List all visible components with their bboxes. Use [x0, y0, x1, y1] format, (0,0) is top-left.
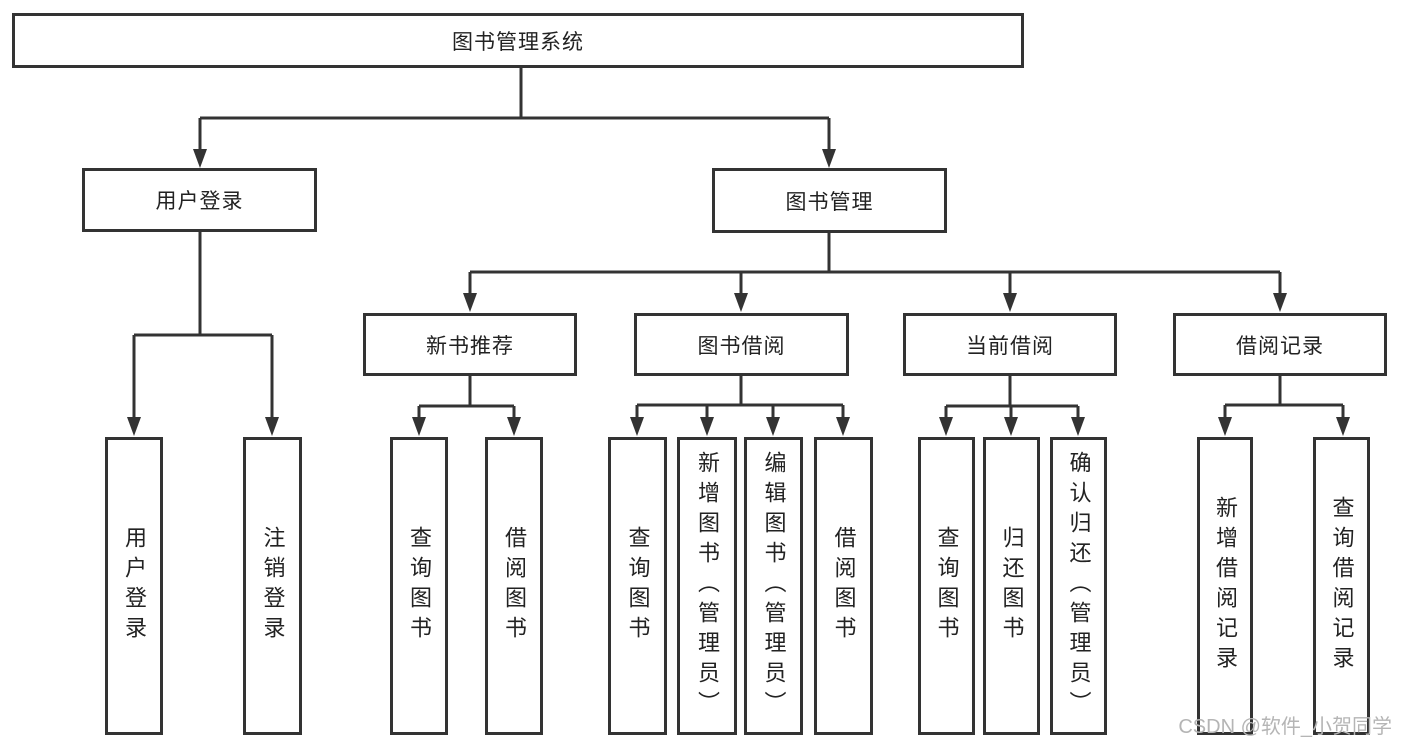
node-root-system-label: 图书管理系统 — [452, 30, 584, 54]
connector-book-borrow-to-children — [630, 376, 850, 436]
leaf-user-login-label: 用户登录 — [122, 526, 147, 646]
leaf-confirm-return-admin-label: 确认归还（管理员） — [1066, 451, 1092, 721]
leaf-newbook-borrow-books-label: 借阅图书 — [502, 526, 527, 646]
node-current-borrow-label: 当前借阅 — [966, 334, 1054, 358]
connector-user-login-to-children — [127, 232, 279, 436]
node-book-borrow-label: 图书借阅 — [697, 334, 786, 358]
leaf-newbook-query-books-label: 查询图书 — [407, 526, 432, 646]
leaf-add-borrow-record-label: 新增借阅记录 — [1213, 496, 1238, 676]
leaf-add-borrow-record: 新增借阅记录 — [1197, 437, 1253, 735]
leaf-add-book-admin: 新增图书（管理员） — [677, 437, 737, 735]
node-new-book-recommend-label: 新书推荐 — [426, 334, 514, 358]
connector-borrow-records-to-children — [1218, 376, 1350, 436]
leaf-return-books-label: 归还图书 — [999, 526, 1025, 646]
leaf-newbook-query-books: 查询图书 — [390, 437, 448, 735]
connector-book-mgmt-to-level3 — [463, 233, 1287, 312]
node-new-book-recommend: 新书推荐 — [363, 313, 577, 376]
leaf-edit-book-admin-label: 编辑图书（管理员） — [761, 451, 787, 721]
leaf-current-query-books-label: 查询图书 — [934, 526, 960, 646]
connector-root-to-level2 — [193, 68, 836, 168]
leaf-borrow-books: 借阅图书 — [814, 437, 873, 735]
leaf-borrow-query-books-label: 查询图书 — [625, 526, 651, 646]
leaf-borrow-books-label: 借阅图书 — [831, 526, 857, 646]
node-current-borrow: 当前借阅 — [903, 313, 1117, 376]
node-book-mgmt: 图书管理 — [712, 168, 947, 233]
leaf-query-borrow-record-label: 查询借阅记录 — [1329, 496, 1355, 676]
node-borrow-records-label: 借阅记录 — [1236, 334, 1324, 358]
node-user-login-label: 用户登录 — [155, 190, 244, 213]
node-book-mgmt-label: 图书管理 — [785, 190, 874, 214]
connector-new-book-to-children — [412, 376, 521, 436]
node-user-login: 用户登录 — [82, 168, 317, 232]
leaf-logout-label: 注销登录 — [260, 526, 286, 646]
leaf-edit-book-admin: 编辑图书（管理员） — [744, 437, 803, 735]
leaf-logout: 注销登录 — [243, 437, 302, 735]
node-book-borrow: 图书借阅 — [634, 313, 849, 376]
connector-current-borrow-to-children — [939, 376, 1085, 436]
leaf-user-login: 用户登录 — [105, 437, 163, 735]
leaf-confirm-return-admin: 确认归还（管理员） — [1050, 437, 1107, 735]
leaf-query-borrow-record: 查询借阅记录 — [1313, 437, 1370, 735]
leaf-add-book-admin-label: 新增图书（管理员） — [695, 451, 720, 721]
leaf-borrow-query-books: 查询图书 — [608, 437, 667, 735]
node-root-system: 图书管理系统 — [12, 13, 1024, 68]
leaf-current-query-books: 查询图书 — [918, 437, 975, 735]
leaf-return-books: 归还图书 — [983, 437, 1040, 735]
leaf-newbook-borrow-books: 借阅图书 — [485, 437, 543, 735]
node-borrow-records: 借阅记录 — [1173, 313, 1387, 376]
csdn-watermark: CSDN @软件_小贺同学 — [1178, 716, 1392, 738]
